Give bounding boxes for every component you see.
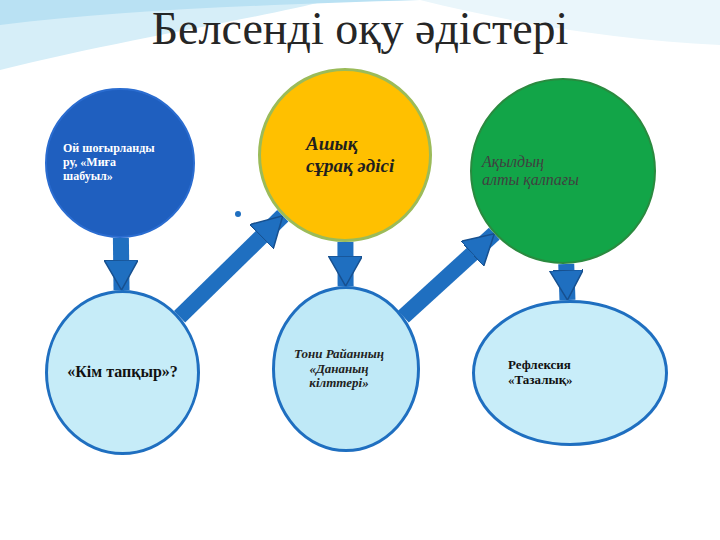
method-label: Тони Райанның «Дананың кілттері» (284, 347, 394, 392)
method-label: Ақылдың алты қалпағы (482, 153, 582, 190)
method-circle: Тони Райанның «Дананың кілттері» (272, 286, 420, 452)
diagram-title: Белсенді оқу әдістері (0, 2, 720, 55)
circle-shape (260, 70, 431, 241)
circle-shape (47, 292, 199, 454)
block-arrow (337, 242, 353, 286)
circle-shape (46, 89, 194, 237)
circle-shape (274, 288, 419, 451)
circle-shape (474, 302, 667, 445)
block-arrow (403, 234, 494, 317)
dot-decoration (235, 211, 241, 217)
method-label: Ой шоғырланды ру, «Миға шабуыл» (63, 142, 163, 183)
method-label: Ашық сұрақ әдісі (306, 133, 396, 177)
block-arrow (180, 216, 283, 317)
method-circle: Ақылдың алты қалпағы (470, 78, 656, 264)
circle-shape (471, 79, 655, 263)
method-label: Рефлексия «Тазалық» (508, 358, 638, 388)
method-label: «Кім тапқыр»? (55, 363, 190, 381)
block-arrow (113, 238, 130, 290)
method-circle: Рефлексия «Тазалық» (472, 300, 668, 446)
method-circle: «Кім тапқыр»? (45, 290, 200, 455)
method-circle: Ой шоғырланды ру, «Миға шабуыл» (45, 88, 195, 238)
method-circle: Ашық сұрақ әдісі (258, 68, 432, 242)
block-arrow (566, 264, 567, 300)
